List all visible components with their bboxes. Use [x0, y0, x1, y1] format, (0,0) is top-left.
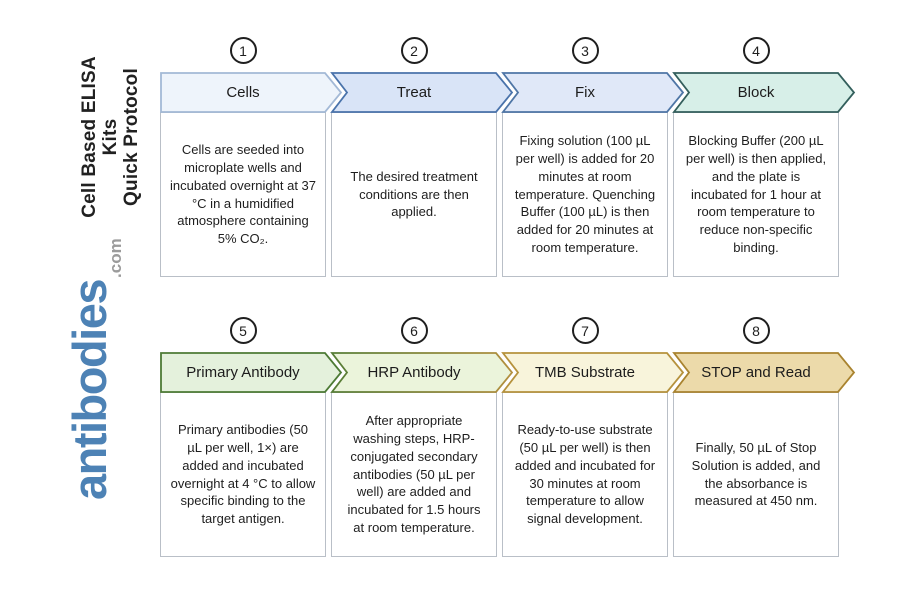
step-1-description: Cells are seeded into microplate wells a…	[170, 141, 316, 247]
step-6-arrow: HRP Antibody	[330, 352, 514, 393]
step-column-7: 7 TMB Substrate Ready-to-use substrate (…	[501, 313, 685, 557]
steps-row-2: 5 Primary Antibody Primary antibodies (5…	[160, 313, 856, 557]
step-8-label: STOP and Read	[701, 363, 811, 381]
step-6-number: 6	[410, 322, 418, 339]
brand-logo-tld: .com	[106, 238, 125, 278]
step-1-circle-wrap: 1	[160, 33, 326, 72]
arrow-shape-icon	[672, 352, 856, 393]
step-8-description: Finally, 50 µL of Stop Solution is added…	[691, 439, 821, 509]
step-column-8: 8 STOP and Read Finally, 50 µL of Stop S…	[672, 313, 856, 557]
step-6-description: After appropriate washing steps, HRP-con…	[347, 412, 481, 536]
brand-logo-name: antibodies	[63, 279, 116, 500]
step-7-arrow: TMB Substrate	[501, 352, 685, 393]
step-7-circle-wrap: 7	[502, 313, 668, 352]
arrow-shape-icon	[330, 352, 514, 393]
step-4-label: Block	[737, 83, 775, 101]
step-1-number-badge: 1	[229, 37, 257, 64]
step-3-description: Fixing solution (100 µL per well) is add…	[514, 132, 656, 256]
step-2-description-box: The desired treatment conditions are the…	[331, 112, 497, 277]
protocol-title-line1: Cell Based ELISA Kits	[79, 56, 121, 218]
arrow-shape-icon	[160, 352, 343, 393]
arrow-shape-icon	[330, 72, 514, 113]
step-column-5: 5 Primary Antibody Primary antibodies (5…	[160, 313, 343, 557]
step-3-label: Fix	[575, 83, 595, 101]
step-2-label: Treat	[396, 83, 432, 101]
step-8-number: 8	[752, 322, 760, 339]
step-4-description: Blocking Buffer (200 µL per well) is the…	[685, 132, 827, 256]
step-3-arrow: Fix	[501, 72, 685, 113]
step-1-label: Cells	[226, 83, 260, 101]
step-1-description-box: Cells are seeded into microplate wells a…	[160, 112, 326, 277]
step-8-circle-wrap: 8	[673, 313, 839, 352]
step-7-number-badge: 7	[571, 317, 599, 344]
step-column-1: 1 Cells Cells are seeded into microplate…	[160, 33, 343, 277]
step-4-number-badge: 4	[742, 37, 770, 64]
step-column-6: 6 HRP Antibody After appropriate washing…	[330, 313, 514, 557]
protocol-title: Cell Based ELISA Kits Quick Protocol	[79, 42, 142, 232]
step-6-description-box: After appropriate washing steps, HRP-con…	[331, 392, 497, 557]
brand-logo: antibodies.com	[62, 238, 125, 500]
protocol-title-line2: Quick Protocol	[121, 68, 142, 206]
arrow-shape-icon	[501, 72, 685, 113]
step-5-circle-wrap: 5	[160, 313, 326, 352]
step-7-number: 7	[581, 322, 589, 339]
step-8-arrow: STOP and Read	[672, 352, 856, 393]
step-1-arrow: Cells	[160, 72, 343, 113]
step-4-circle-wrap: 4	[673, 33, 839, 72]
step-6-label: HRP Antibody	[367, 363, 461, 381]
step-2-number-badge: 2	[400, 37, 428, 64]
step-7-description-box: Ready-to-use substrate (50 µL per well) …	[502, 392, 668, 557]
step-5-arrow: Primary Antibody	[160, 352, 343, 393]
step-2-arrow: Treat	[330, 72, 514, 113]
step-3-description-box: Fixing solution (100 µL per well) is add…	[502, 112, 668, 277]
step-column-4: 4 Block Blocking Buffer (200 µL per well…	[672, 33, 856, 277]
step-6-circle-wrap: 6	[331, 313, 497, 352]
step-5-number: 5	[239, 322, 247, 339]
arrow-shape-icon	[501, 352, 685, 393]
step-4-description-box: Blocking Buffer (200 µL per well) is the…	[673, 112, 839, 277]
steps-row-1: 1 Cells Cells are seeded into microplate…	[160, 33, 856, 277]
arrow-shape-icon	[672, 72, 856, 113]
step-1-number: 1	[239, 42, 247, 59]
step-4-number: 4	[752, 42, 760, 59]
step-column-2: 2 Treat The desired treatment conditions…	[330, 33, 514, 277]
step-8-number-badge: 8	[742, 317, 770, 344]
step-8-description-box: Finally, 50 µL of Stop Solution is added…	[673, 392, 839, 557]
step-5-description-box: Primary antibodies (50 µL per well, 1×) …	[160, 392, 326, 557]
step-5-label: Primary Antibody	[186, 363, 300, 381]
arrow-shape-icon	[160, 72, 343, 113]
step-3-number: 3	[581, 42, 589, 59]
step-7-label: TMB Substrate	[534, 363, 636, 381]
step-7-description: Ready-to-use substrate (50 µL per well) …	[514, 421, 656, 527]
step-6-number-badge: 6	[400, 317, 428, 344]
step-column-3: 3 Fix Fixing solution (100 µL per well) …	[501, 33, 685, 277]
step-3-circle-wrap: 3	[502, 33, 668, 72]
step-4-arrow: Block	[672, 72, 856, 113]
step-5-description: Primary antibodies (50 µL per well, 1×) …	[170, 421, 316, 527]
step-2-description: The desired treatment conditions are the…	[350, 168, 478, 220]
step-2-number: 2	[410, 42, 418, 59]
step-5-number-badge: 5	[229, 317, 257, 344]
step-3-number-badge: 3	[571, 37, 599, 64]
step-2-circle-wrap: 2	[331, 33, 497, 72]
